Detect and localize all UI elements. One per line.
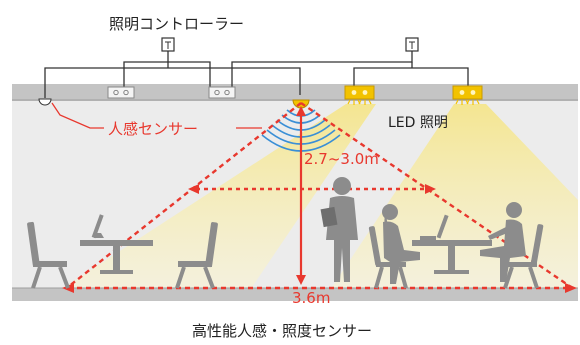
height-arrow [296, 106, 306, 285]
controller-label: 照明コントローラー [109, 15, 244, 33]
coverage-arrow [188, 184, 436, 194]
seated-person-right-icon [480, 202, 526, 282]
chair-right-1-icon [368, 226, 408, 289]
ceiling-sensor-small [38, 98, 52, 106]
light-fixture-off-2 [208, 86, 236, 99]
led-fixture-on-1 [344, 85, 375, 105]
office-silhouettes [27, 177, 544, 289]
light-fixture-off-1 [107, 86, 135, 99]
led-fixture-on-2 [452, 85, 483, 105]
sensor-callout [51, 102, 262, 129]
controller-box-left [161, 37, 175, 52]
controller-wiring [44, 50, 469, 98]
caption: 高性能人感・照度センサー [192, 322, 372, 340]
desk-left-icon [80, 214, 153, 274]
ceiling [12, 84, 578, 101]
chair-left-1-icon [27, 221, 70, 289]
chair-right-2-icon [503, 224, 544, 289]
desk-right-icon [412, 214, 492, 274]
height-label: 2.7~3.0m [304, 150, 379, 168]
led-label: LED 照明 [388, 115, 448, 131]
controller-box-right [405, 37, 419, 52]
detection-area [67, 102, 572, 290]
width-label: 3.6m [292, 289, 330, 307]
standing-person-icon [320, 177, 358, 282]
motion-sensor-label: 人感センサー [108, 120, 198, 138]
floor [12, 288, 578, 301]
seated-person-left-icon [382, 204, 420, 284]
chair-left-2-icon [175, 222, 218, 289]
